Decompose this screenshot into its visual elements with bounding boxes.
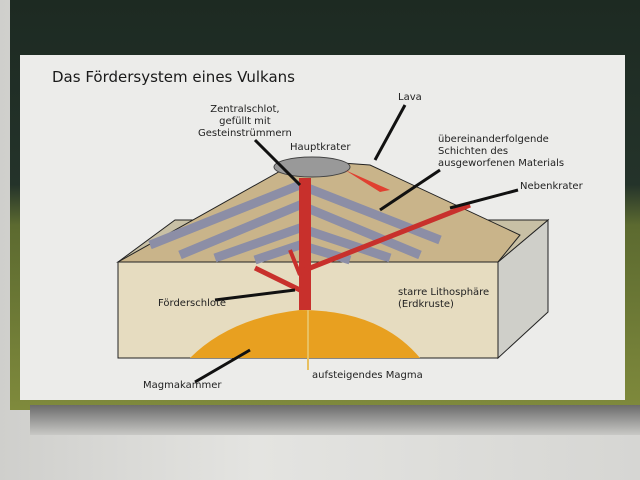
label-foerderschlote: Förderschlote — [158, 298, 227, 309]
label-line: Gesteinstrümmern — [198, 128, 292, 139]
label-line: gefüllt mit — [219, 116, 271, 127]
label-line: ausgeworfenen Materials — [438, 158, 565, 169]
label-line: Zentralschlot, — [210, 104, 280, 115]
label-line: starre Lithosphäre — [398, 287, 490, 298]
lava-flow — [345, 170, 390, 192]
label-zentralschlot: Zentralschlot, gefüllt mit Gesteinstrümm… — [198, 104, 292, 140]
label-line: (Erdkruste) — [398, 299, 454, 310]
pointer-arrows — [194, 104, 519, 384]
label-aufsteigendes-magma: aufsteigendes Magma — [312, 370, 423, 381]
poster-shadow — [30, 405, 640, 435]
conduits — [253, 178, 471, 310]
label-lava: Lava — [398, 92, 422, 103]
label-nebenkrater: Nebenkrater — [520, 181, 583, 192]
main-crater — [273, 156, 351, 178]
label-schichten: übereinanderfolgende Schichten des ausge… — [438, 134, 564, 170]
poster-title: Das Fördersystem eines Vulkans — [52, 68, 295, 86]
label-line: übereinanderfolgende — [438, 134, 549, 145]
magma-chamber — [190, 310, 420, 358]
label-hauptkrater: Hauptkrater — [290, 142, 351, 153]
label-magmakammer: Magmakammer — [143, 380, 222, 391]
label-lithosphaere: starre Lithosphäre (Erdkruste) — [398, 287, 489, 311]
label-line: Schichten des — [438, 146, 509, 157]
